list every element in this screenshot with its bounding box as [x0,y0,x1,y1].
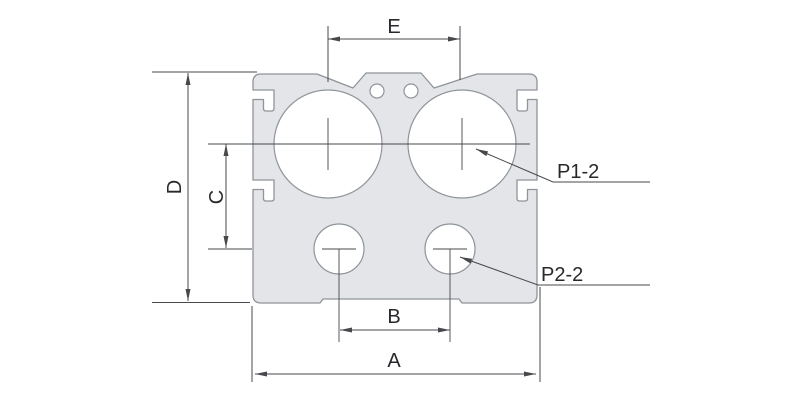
dim-label-b: B [387,306,400,328]
leader-p1-line [475,148,650,183]
dim-label-e: E [387,16,400,38]
dim-label-c: C [206,190,228,204]
dim-b-arrow-left [340,327,352,333]
dim-label-d: D [164,180,186,194]
dimension-b: B [340,306,450,333]
leader-p2: P2-2 [459,256,650,286]
dim-d-arrow-top [185,73,191,85]
leader-p2-arrow [460,257,473,264]
dim-d-arrow-bottom [185,289,191,301]
dimension-c: C [206,144,229,248]
sensor-hole-left [369,83,385,99]
dim-c-arrow-bottom [223,236,229,248]
dim-e-arrow-right [448,36,460,42]
center-lines [208,118,530,342]
leader-p2-line [459,256,650,286]
dim-b-arrow-right [438,327,450,333]
port-label-p2: P2-2 [541,264,583,286]
dim-c-arrow-top [223,144,229,156]
port-label-p1: P1-2 [557,161,599,183]
dim-a-arrow-right [524,371,536,377]
dim-label-a: A [387,350,401,372]
dimension-a: A [255,350,536,377]
extension-lines [152,26,541,382]
dim-a-arrow-left [255,371,267,377]
dimension-e: E [328,16,460,42]
leader-p1-arrow [476,149,488,157]
leader-p1: P1-2 [475,148,650,183]
dimension-d: D [164,73,191,301]
dim-e-arrow-left [328,36,340,42]
sensor-hole-right [403,83,419,99]
